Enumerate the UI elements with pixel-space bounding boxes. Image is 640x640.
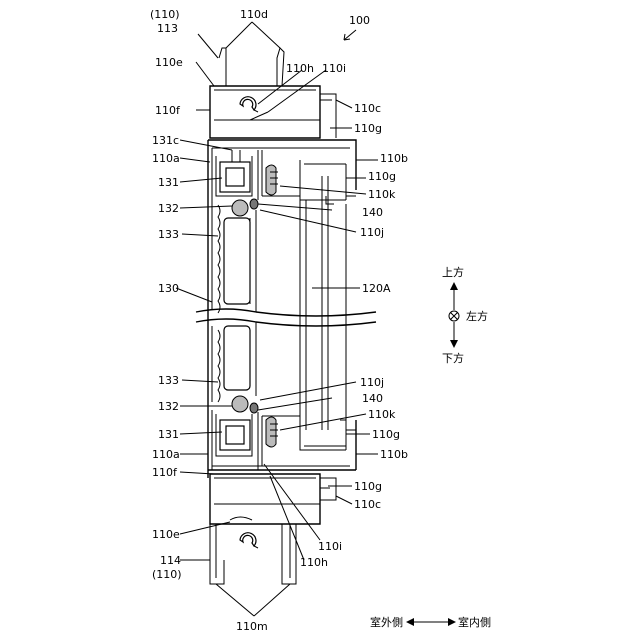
label-110g-4: 110g [354, 480, 382, 493]
insulated-glass-130 [196, 199, 376, 413]
direction-down-label: 下方 [442, 351, 464, 365]
label-133-top: 133 [158, 228, 179, 241]
label-110f-bottom: 110f [152, 466, 178, 479]
label-110b-bottom: 110b [380, 448, 408, 461]
label-110f-top: 110f [155, 104, 181, 117]
label-133-bottom: 133 [158, 374, 179, 387]
label-131-top: 131 [158, 176, 179, 189]
down-arrow-head [450, 340, 458, 348]
direction-indicator: 上方 左方 下方 [442, 265, 488, 365]
label-110j-top: 110j [360, 226, 384, 239]
leader-lines [176, 22, 378, 616]
label-114: 114 [160, 554, 181, 567]
outdoor-label: 室外側 [370, 615, 403, 629]
label-110e-top: 110e [155, 56, 183, 69]
label-110j-bottom: 110j [360, 376, 384, 389]
reference-labels: (110) 113 110d 100 110e 110h 110i 110f 1… [150, 8, 408, 633]
lower-sash-rail [208, 410, 356, 470]
glass-panel-120A [300, 176, 346, 430]
label-110g-3: 110g [372, 428, 400, 441]
label-110c-bottom: 110c [354, 498, 381, 511]
label-110b-top: 110b [380, 152, 408, 165]
label-110g-2: 110g [368, 170, 396, 183]
outdoor-indoor-indicator: 室外側 室内側 [370, 615, 491, 629]
direction-up-label: 上方 [442, 265, 464, 279]
indoor-label: 室内側 [458, 615, 491, 629]
ref-arrow-100 [344, 30, 356, 40]
label-110-top: (110) [150, 8, 180, 21]
label-110g-1: 110g [354, 122, 382, 135]
label-140-bottom: 140 [362, 392, 383, 405]
label-140-top: 140 [362, 206, 383, 219]
label-113: 113 [157, 22, 178, 35]
label-110e-bottom: 110e [152, 528, 180, 541]
label-110m: 110m [236, 620, 268, 633]
label-110k-top: 110k [368, 188, 396, 201]
double-arrow-left-head [406, 618, 414, 626]
label-110a-top: 110a [152, 152, 180, 165]
up-arrow-head [450, 282, 458, 290]
label-110k-bottom: 110k [368, 408, 396, 421]
label-132-bottom: 132 [158, 400, 179, 413]
double-arrow-right-head [448, 618, 456, 626]
label-110-bottom: (110) [152, 568, 182, 581]
label-120A: 120A [362, 282, 391, 295]
label-131c: 131c [152, 134, 179, 147]
label-130: 130 [158, 282, 179, 295]
label-100: 100 [349, 14, 370, 27]
label-110h-top: 110h [286, 62, 314, 75]
label-110d: 110d [240, 8, 268, 21]
label-132-top: 132 [158, 202, 179, 215]
label-131-bottom: 131 [158, 428, 179, 441]
label-110a-bottom: 110a [152, 448, 180, 461]
label-110i-top: 110i [322, 62, 346, 75]
label-110h-bottom: 110h [300, 556, 328, 569]
label-110c-top: 110c [354, 102, 381, 115]
direction-left-label: 左方 [466, 309, 488, 323]
label-110i-bottom: 110i [318, 540, 342, 553]
